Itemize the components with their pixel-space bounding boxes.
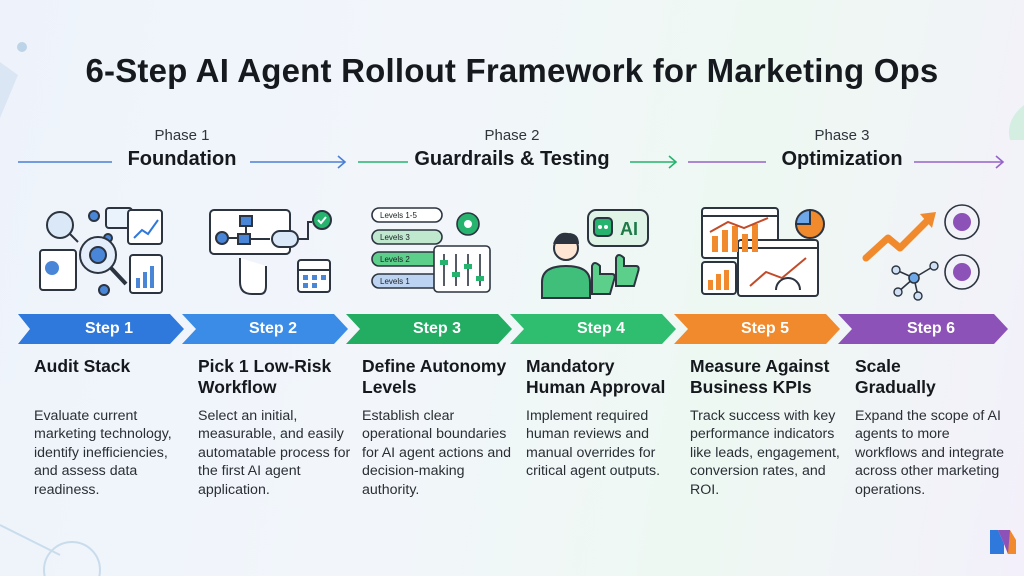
- audit-icon: [39, 207, 163, 296]
- step-5-title: Measure Against Business KPIs: [690, 356, 830, 397]
- step-chevron-bar: [18, 314, 1008, 344]
- phase-3-name: Optimization: [781, 148, 903, 170]
- step-2-chevron: [182, 314, 348, 344]
- step-2-description: Select an initial, measurable, and easil…: [198, 408, 351, 498]
- phase-1-name: Foundation: [127, 148, 237, 170]
- autonomy-level-label: Levels 1: [380, 277, 410, 286]
- kpi-dashboard-icon: [701, 207, 825, 297]
- brand-logo: [990, 530, 1016, 554]
- step-3-chevron: [346, 314, 512, 344]
- human-approval-icon: AI: [541, 209, 649, 299]
- phase-3-number: Phase 3: [814, 127, 870, 144]
- ai-badge: AI: [620, 219, 638, 239]
- step-2-label: Step 2: [248, 320, 297, 337]
- step-4-title: Mandatory Human Approval: [526, 356, 666, 397]
- step-5-chevron: [674, 314, 840, 344]
- autonomy-level-label: Levels 1-5: [380, 211, 417, 220]
- phase-1-header: Phase 1 Foundation: [12, 127, 352, 171]
- step-6-description: Expand the scope of AI agents to more wo…: [855, 408, 1005, 498]
- step-1-title: Audit Stack: [34, 356, 131, 376]
- phase-arrows: [18, 155, 1005, 169]
- step-3-label: Step 3: [412, 320, 461, 337]
- step-6-label: Step 6: [906, 320, 955, 337]
- autonomy-level-label: Levels 3: [380, 233, 410, 242]
- step-5-description: Track success with key performance indic…: [690, 408, 840, 498]
- step-4-chevron: [510, 314, 676, 344]
- phase-2-number: Phase 2: [484, 127, 540, 144]
- scale-growth-icon: [862, 204, 980, 301]
- step-2-title: Pick 1 Low-Risk Workflow: [198, 356, 332, 397]
- step-3-description: Establish clear operational boundaries f…: [362, 408, 512, 498]
- step-4-description: Implement required human reviews and man…: [526, 408, 661, 480]
- phase-1-number: Phase 1: [154, 127, 210, 144]
- workflow-icon: [209, 209, 332, 295]
- phase-2-name: Guardrails & Testing: [414, 148, 610, 170]
- step-6-chevron: [838, 314, 1008, 344]
- autonomy-level-label: Levels 2: [380, 255, 410, 264]
- autonomy-levels-icon: Levels 1-5 Levels 3 Levels 2 Levels 1: [371, 207, 491, 293]
- page-title: 6-Step AI Agent Rollout Framework for Ma…: [85, 52, 939, 89]
- step-1-description: Evaluate current marketing technology, i…: [34, 408, 172, 498]
- phase-2-header: Phase 2 Guardrails & Testing: [342, 127, 682, 171]
- step-5-label: Step 5: [740, 320, 789, 337]
- phase-3-header: Phase 3 Optimization: [672, 127, 1012, 171]
- step-1-label: Step 1: [84, 320, 133, 337]
- step-4-label: Step 4: [576, 320, 625, 337]
- step-3-title: Define Autonomy Levels: [362, 356, 507, 397]
- step-1-chevron: [18, 314, 184, 344]
- step-6-title: Scale Gradually: [855, 356, 936, 397]
